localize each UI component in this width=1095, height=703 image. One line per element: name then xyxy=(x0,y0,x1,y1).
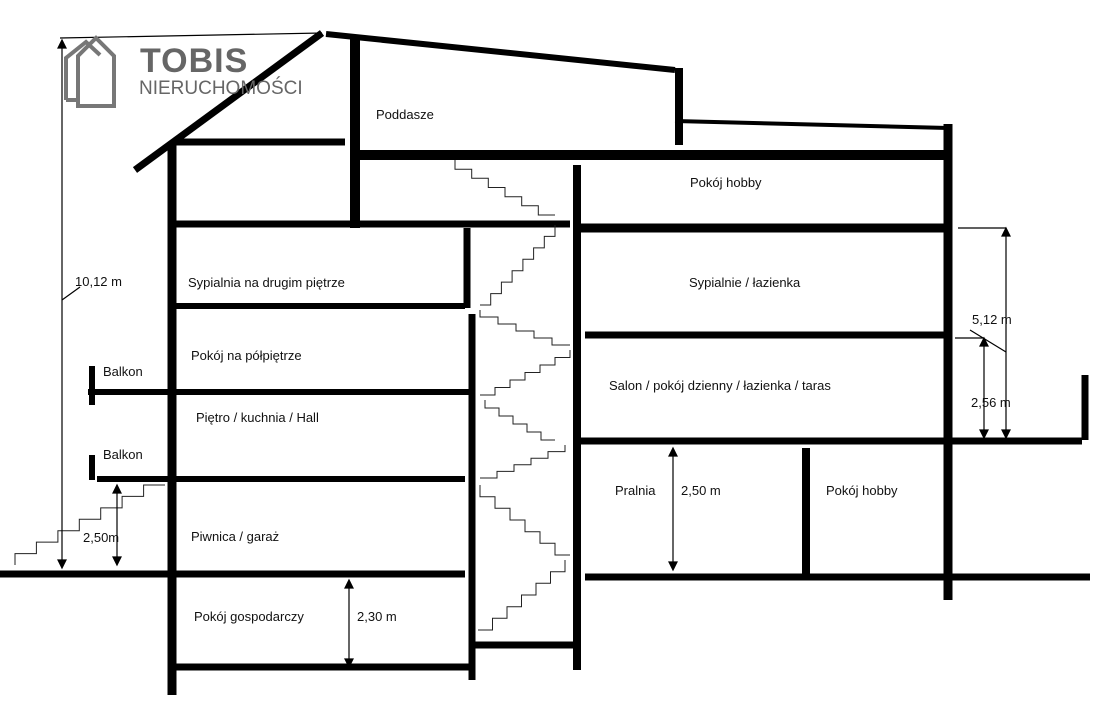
arrow-up-icon xyxy=(979,336,989,347)
stair-flight xyxy=(480,225,556,306)
stair-flight xyxy=(454,160,555,216)
arrow-down-icon xyxy=(112,556,122,567)
arrow-down-icon xyxy=(979,429,989,440)
room-hobby-top: Pokój hobby xyxy=(690,175,762,190)
leader-line xyxy=(969,329,1007,353)
logo-icon xyxy=(64,35,116,108)
stair-flight xyxy=(479,485,570,556)
arrow-up-icon xyxy=(112,483,122,494)
arrow-up-icon xyxy=(668,446,678,457)
wall-segment xyxy=(132,30,325,173)
room-balcony-1: Balkon xyxy=(103,364,143,379)
wall-segment xyxy=(674,119,949,130)
room-bedrooms-bath: Sypialnie / łazienka xyxy=(689,275,801,290)
dim-right-total: 5,12 m xyxy=(972,312,1012,327)
stair-flight xyxy=(484,400,555,441)
arrow-down-icon xyxy=(344,658,354,669)
leader-line xyxy=(61,286,81,301)
room-attic: Poddasze xyxy=(376,107,434,122)
room-balcony-2: Balkon xyxy=(103,447,143,462)
roof-guide-line xyxy=(59,32,323,39)
dim-basement: 2,50m xyxy=(83,530,120,545)
stair-flight xyxy=(14,484,165,565)
arrow-up-icon xyxy=(344,578,354,589)
arrow-down-icon xyxy=(668,561,678,572)
room-utility: Pokój gospodarczy xyxy=(194,609,304,624)
dim-laundry: 2,50 m xyxy=(681,483,721,498)
stair-flight xyxy=(480,350,571,396)
dim-utility: 2,30 m xyxy=(357,609,397,624)
room-floor-kitchen: Piętro / kuchnia / Hall xyxy=(196,410,319,425)
room-living: Salon / pokój dzienny / łazienka / taras xyxy=(609,378,831,393)
stair-flight xyxy=(480,445,566,479)
arrow-down-icon xyxy=(1001,429,1011,440)
wall-segment xyxy=(325,31,676,73)
arrow-down-icon xyxy=(57,559,67,570)
arrow-up-icon xyxy=(1001,226,1011,237)
room-basement: Piwnica / garaż xyxy=(191,529,280,544)
arrow-up-icon xyxy=(57,38,67,49)
stair-flight xyxy=(479,310,570,346)
dim-total: 10,12 m xyxy=(75,274,122,289)
stair-flight xyxy=(478,560,566,631)
room-mezzanine: Pokój na półpiętrze xyxy=(191,348,302,363)
logo-title: TOBIS xyxy=(140,42,249,80)
dim-right-lower: 2,56 m xyxy=(971,395,1011,410)
room-hobby-low: Pokój hobby xyxy=(826,483,898,498)
room-bedroom-second: Sypialnia na drugim piętrze xyxy=(188,275,345,290)
logo-subtitle: NIERUCHOMOŚCI xyxy=(139,78,303,99)
room-laundry: Pralnia xyxy=(615,483,656,498)
